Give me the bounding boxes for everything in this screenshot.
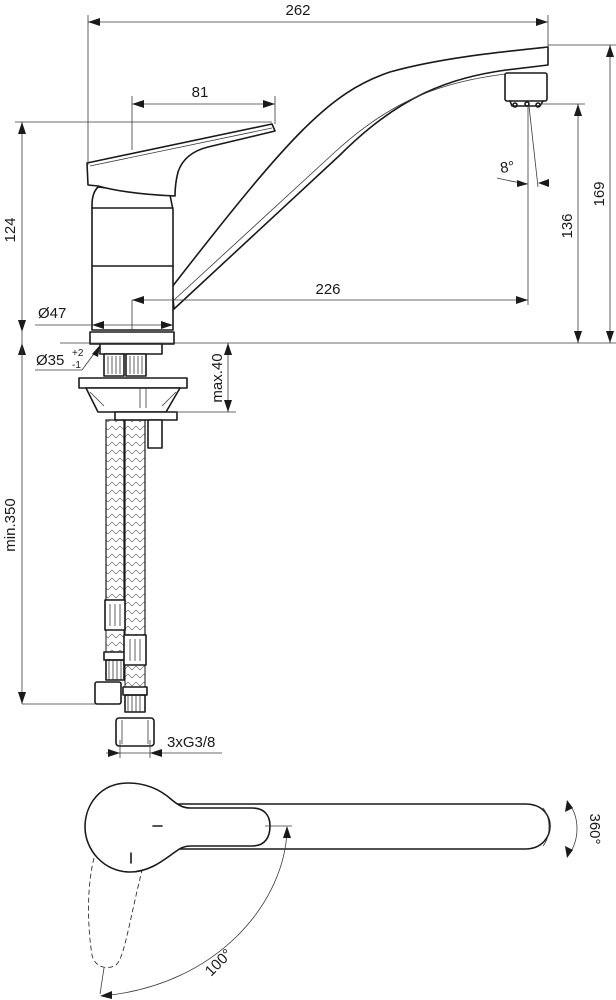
dim-label-thread: 3xG3/8 [167, 734, 215, 751]
dimension-overall-height: 169 [548, 44, 616, 343]
dim-label-100deg: 100° [202, 946, 236, 980]
dimension-hole-diameter: Ø35 +2 -1 [35, 345, 100, 371]
top-view: 360° 100° [84, 782, 603, 999]
dim-label-226: 226 [315, 281, 340, 298]
dimension-swivel: 360° [565, 800, 603, 858]
dim-label-d35: Ø35 [36, 352, 64, 369]
mixer-body [89, 186, 175, 345]
dimension-overall-reach: 262 [87, 2, 549, 165]
dimension-lever-height: 124 [2, 121, 272, 355]
spout [171, 46, 549, 310]
dimension-thread: 3xG3/8 [106, 734, 222, 758]
dim-label-d47: Ø47 [38, 305, 66, 322]
tolerance-plus: +2 [72, 348, 84, 359]
dim-label-8deg: 8° [499, 158, 516, 177]
dim-label-169: 169 [591, 181, 608, 206]
dim-label-max40: max.40 [209, 353, 226, 402]
tolerance-minus: -1 [72, 360, 81, 371]
lever-alt-position [88, 857, 143, 968]
dim-label-81: 81 [192, 84, 209, 101]
dim-label-min350: min.350 [2, 498, 19, 551]
spout-plan [174, 803, 551, 850]
dim-label-360: 360° [586, 813, 603, 844]
lever-plan [84, 782, 271, 873]
dimension-jet-angle: 8° [496, 105, 549, 305]
dimension-spout-reach: 226 [131, 281, 528, 330]
dimension-body-diameter: Ø47 [35, 305, 174, 329]
lever-handle [86, 123, 276, 197]
side-view: 262 81 124 226 [2, 2, 616, 758]
dim-label-136: 136 [559, 213, 576, 238]
dim-label-124: 124 [2, 217, 19, 242]
dimension-deck-thickness: max.40 [176, 343, 236, 413]
dim-label-262: 262 [285, 2, 310, 19]
mounting-kit [78, 343, 188, 449]
dimension-outlet-height: 136 [540, 103, 585, 343]
dimension-lever-length: 81 [131, 84, 276, 150]
dimension-hose-length: min.350 [2, 343, 96, 705]
supply-hoses [94, 419, 155, 747]
